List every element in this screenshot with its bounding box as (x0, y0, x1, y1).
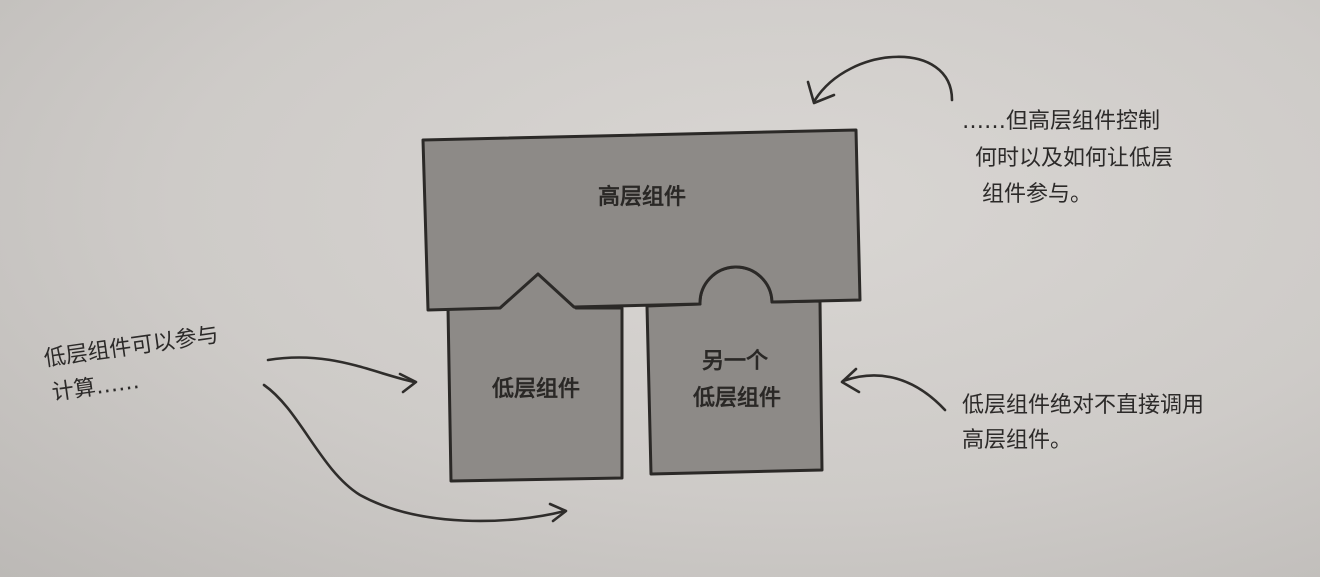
low-component-label: 低层组件 (491, 376, 580, 402)
annotation-top-right-line3: 组件参与。 (982, 182, 1092, 207)
other-low-component-label-line1: 另一个 (702, 349, 769, 374)
high-component-label: 高层组件 (598, 184, 686, 210)
arrow-to-bottom-head (548, 502, 568, 523)
arrow-to-other-low-component-head (840, 367, 861, 394)
annotation-top-right-line2: 何时以及如何让低层 (975, 146, 1173, 171)
arrow-to-low-component (266, 356, 416, 384)
other-low-component-label-line2: 低层组件 (692, 385, 781, 411)
arrow-to-low-component-head (398, 372, 418, 394)
high-component-box (421, 128, 862, 312)
annotation-left-line2: 计算…… (50, 369, 141, 406)
annotation-bottom-right-line1: 低层组件绝对不直接调用 (962, 393, 1204, 418)
annotation-bottom-right-line2: 高层组件。 (962, 428, 1072, 453)
arrow-to-high-component-head (806, 80, 836, 105)
annotation-top-right-line1: ……但高层组件控制 (962, 109, 1160, 134)
arrow-to-high-component (813, 55, 954, 102)
arrow-to-bottom (262, 383, 567, 523)
arrow-to-other-low-component (841, 374, 947, 412)
annotation-left-line1: 低层组件可以参与 (42, 323, 220, 372)
